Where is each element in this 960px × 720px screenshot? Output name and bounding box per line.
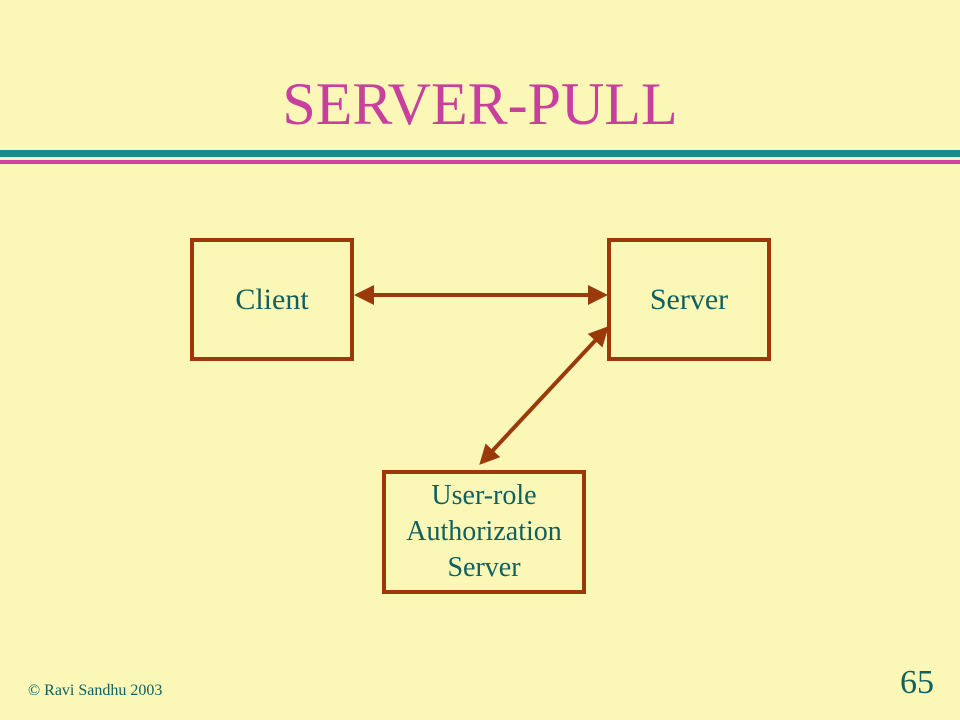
arrow-server-auth bbox=[479, 326, 609, 465]
client-box: Client bbox=[190, 238, 354, 361]
auth-label-line-3: Server bbox=[447, 552, 521, 583]
server-label: Server bbox=[649, 282, 729, 316]
title-rule-magenta bbox=[0, 160, 960, 164]
title-rule-teal bbox=[0, 150, 960, 157]
server-box: Server bbox=[607, 238, 771, 361]
auth-label-line-2: Authorization bbox=[406, 516, 562, 547]
client-label: Client bbox=[235, 282, 309, 316]
title-rule-gap bbox=[0, 157, 960, 160]
slide-title: SERVER-PULL bbox=[282, 71, 678, 137]
authorization-server-box: User-role Authorization Server bbox=[382, 470, 586, 594]
auth-label-line-1: User-role bbox=[431, 480, 537, 511]
page-number: 65 bbox=[900, 664, 934, 701]
authorization-server-label: User-role Authorization Server bbox=[406, 478, 562, 586]
copyright-text: © Ravi Sandhu 2003 bbox=[28, 682, 163, 699]
